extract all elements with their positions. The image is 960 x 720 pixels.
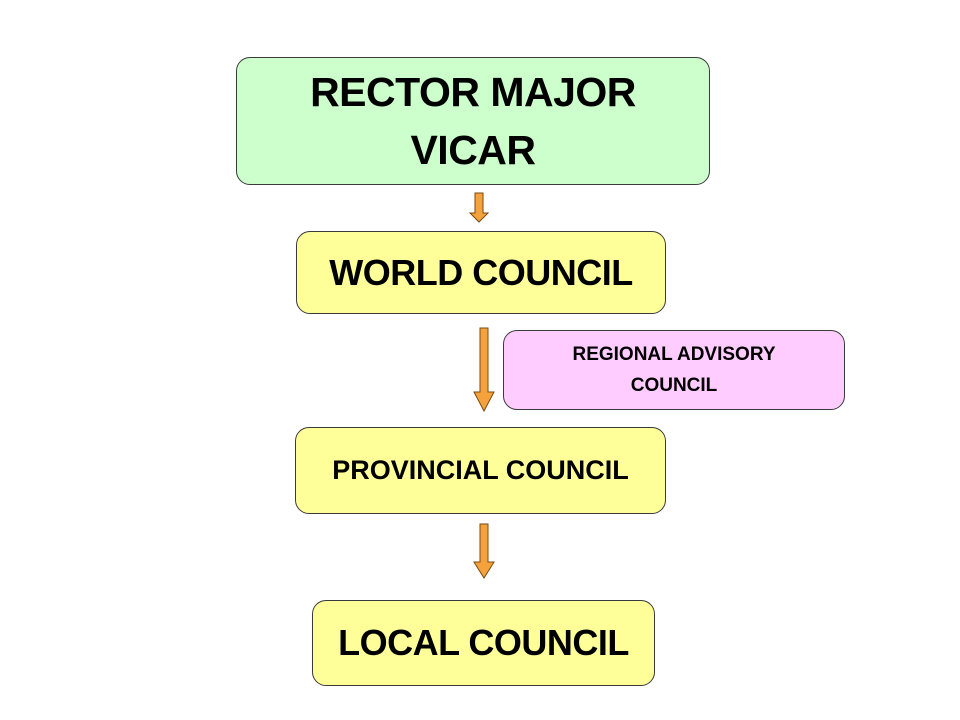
local-council-box: LOCAL COUNCIL [312, 600, 655, 686]
rector-major-label: RECTOR MAJOR [310, 69, 636, 115]
regional-advisory-council-box: REGIONAL ADVISORY COUNCIL [503, 330, 845, 410]
local-council-label: LOCAL COUNCIL [338, 622, 629, 663]
world-council-label: WORLD COUNCIL [329, 251, 633, 293]
provincial-council-label: PROVINCIAL COUNCIL [332, 455, 629, 485]
arrow-provincial-to-local [473, 523, 495, 579]
world-council-box: WORLD COUNCIL [296, 231, 666, 314]
rector-major-vicar-box: RECTOR MAJOR VICAR [236, 57, 710, 185]
arrow-world-to-provincial [473, 327, 495, 413]
regional-council-label: COUNCIL [630, 375, 718, 396]
regional-advisory-label: REGIONAL ADVISORY [572, 344, 776, 365]
provincial-council-box: PROVINCIAL COUNCIL [295, 427, 666, 514]
arrow-rector-to-world [468, 192, 490, 223]
vicar-label: VICAR [410, 127, 536, 173]
